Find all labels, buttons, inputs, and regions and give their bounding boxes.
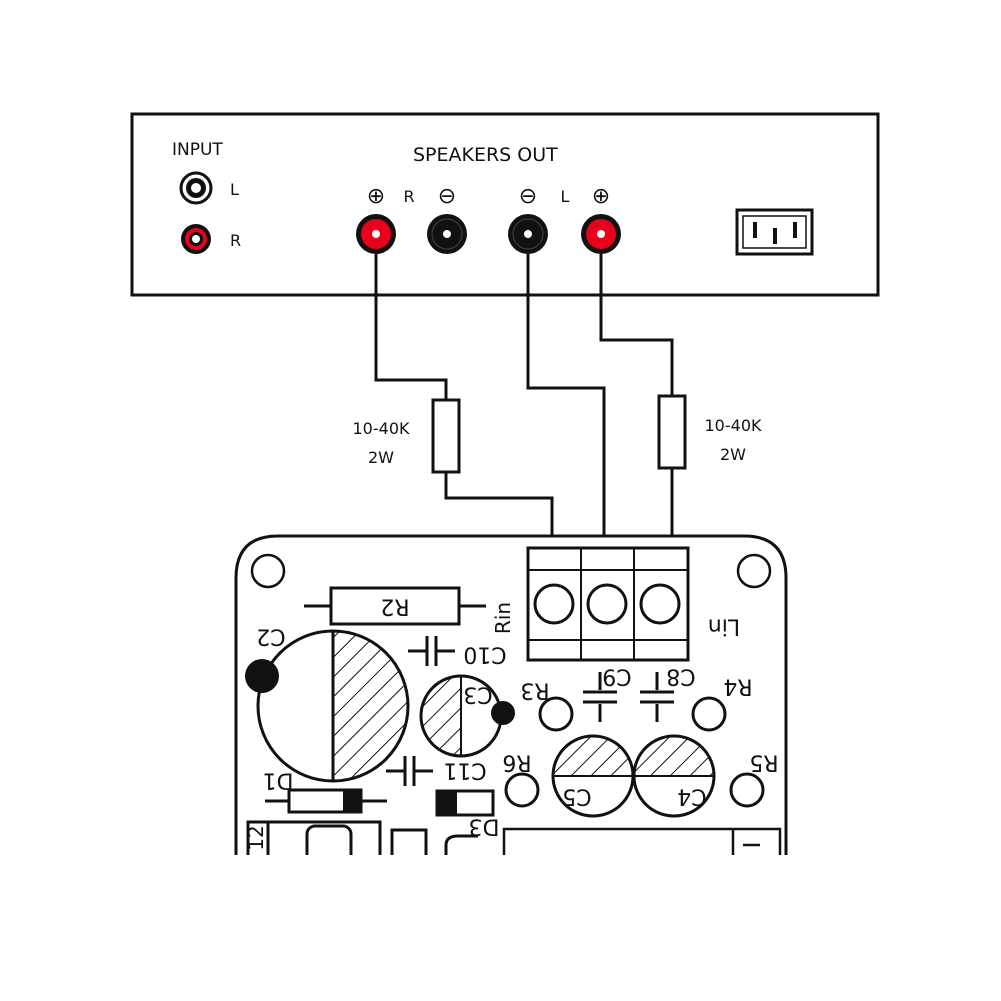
pcb-label-c4: C4	[677, 784, 706, 809]
wire-r-plus	[374, 254, 448, 400]
pcb-label-r5: R5	[749, 750, 778, 775]
channel-l-label: L	[561, 187, 570, 206]
resistor-left	[431, 398, 461, 474]
wiring	[374, 254, 674, 548]
wire-l-minus	[526, 254, 606, 548]
resistor-right	[657, 394, 687, 470]
pcb-label-r4: R4	[723, 674, 752, 699]
pcb-c2	[245, 629, 410, 783]
input-label: INPUT	[172, 140, 223, 160]
pcb-label-d1: D1	[263, 768, 294, 793]
pcb-label-c2: C2	[256, 624, 285, 649]
power-inlet-icon	[735, 208, 814, 256]
speaker-terminal-l-plus	[581, 214, 621, 254]
resistor-right-value: 10-40K	[705, 416, 762, 435]
pcb-component-d3-lead	[444, 834, 478, 855]
pcb-r6-pad	[504, 772, 540, 808]
speaker-terminal-r-minus	[427, 214, 467, 254]
pcb-label-r2: R2	[380, 594, 409, 619]
pcb-label-d3: D3	[469, 814, 500, 839]
pcb-d3	[435, 789, 495, 817]
pcb-component-12	[246, 820, 382, 855]
pcb-c9	[583, 672, 617, 722]
mounting-hole-right	[736, 553, 772, 589]
pcb-label-12: 12	[244, 825, 268, 850]
pcb-labels: R2 Rin Lin C2 C10 C3 C11 R3 C9 C8 R4 R6 …	[244, 594, 779, 851]
plus-symbol-l: ⊕	[592, 184, 610, 209]
pcb-d1	[265, 788, 387, 814]
pcb-label-rin: Rin	[491, 602, 515, 634]
pcb-r2	[304, 586, 486, 626]
pcb-c4	[632, 734, 716, 818]
pcb-board	[234, 534, 788, 855]
pcb-r3-pad	[538, 696, 574, 732]
input-jack-r	[181, 224, 211, 254]
pcb-label-c3: C3	[463, 682, 492, 707]
pcb-c11	[386, 756, 433, 786]
speaker-terminal-r-plus	[356, 214, 396, 254]
pcb-c10	[408, 636, 455, 666]
minus-symbol-l: ⊖	[519, 184, 537, 209]
pcb-c3	[419, 674, 515, 758]
pcb-c8	[640, 672, 674, 722]
pcb-label-c9: C9	[602, 664, 631, 689]
amplifier-back-panel: INPUT L R SPEAKERS OUT ⊕ R ⊖ ⊖ L ⊕	[130, 112, 880, 297]
pcb-label-r3: R3	[520, 678, 549, 703]
pcb-r5-pad	[729, 772, 765, 808]
pcb-label-r6: R6	[502, 750, 531, 775]
mounting-hole-left	[250, 553, 286, 589]
pcb-r4-pad	[691, 696, 727, 732]
resistor-left-power: 2W	[368, 448, 394, 467]
resistor-left-value: 10-40K	[353, 419, 410, 438]
input-r-label: R	[230, 231, 241, 250]
pcb-label-lin: Lin	[708, 614, 740, 639]
speakers-out-label: SPEAKERS OUT	[413, 144, 558, 166]
input-l-label: L	[230, 180, 239, 199]
pcb-label-c5: C5	[562, 784, 591, 809]
input-jack-l	[179, 171, 213, 205]
minus-symbol-r: ⊖	[438, 184, 456, 209]
pcb-label-c10: C10	[463, 642, 506, 667]
wire-l-plus	[599, 254, 674, 396]
resistor-right-power: 2W	[720, 445, 746, 464]
plus-symbol-r: ⊕	[367, 184, 385, 209]
speaker-terminal-l-minus	[508, 214, 548, 254]
pcb-component-bottom-mid	[390, 828, 428, 855]
wire-r-plus-to-rin	[444, 472, 554, 548]
screw-terminal-block	[526, 546, 690, 662]
pcb-c5	[551, 734, 635, 818]
pcb-label-c8: C8	[666, 664, 695, 689]
pcb-heatsink	[502, 827, 782, 855]
pcb-label-c11: C11	[443, 758, 486, 783]
channel-r-label: R	[403, 187, 414, 206]
